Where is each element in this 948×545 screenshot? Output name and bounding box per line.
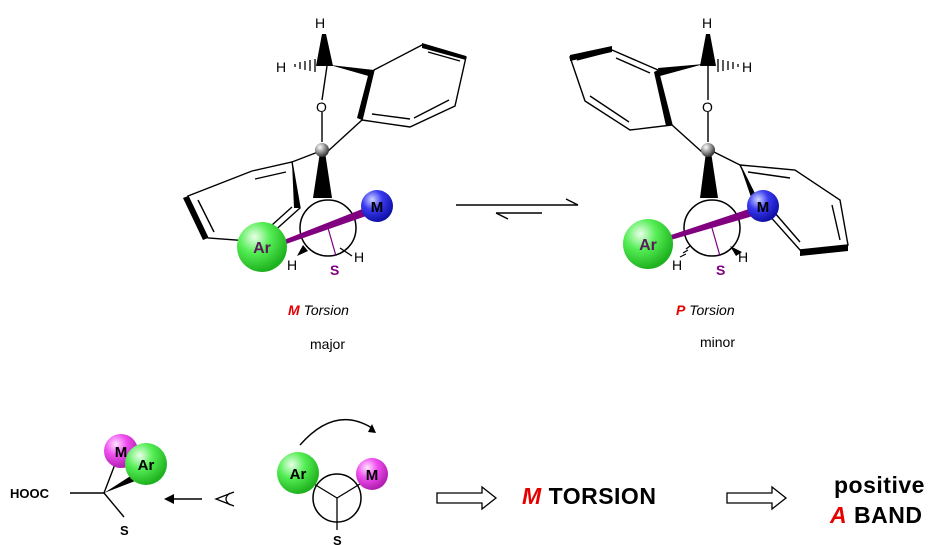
implies-arrow-icon — [436, 485, 498, 511]
equilibrium-arrow-icon — [456, 198, 579, 220]
right-torsion-caption: P Torsion — [676, 302, 735, 318]
left-torsion-caption: M Torsion — [288, 302, 349, 318]
right-bond — [713, 151, 741, 166]
left-newman-bond — [327, 227, 337, 257]
bottom-ar-label: Ar — [290, 466, 307, 483]
right-h-right: H — [742, 59, 752, 75]
left-structure: H H O H H M Ar S — [183, 15, 467, 278]
right-bond-wedge — [654, 70, 672, 126]
view-arrow-icon — [164, 494, 202, 504]
band-word: BAND — [854, 502, 923, 528]
left-h-left: H — [276, 59, 286, 75]
right-oxygen: O — [702, 99, 713, 115]
right-ch2-wedge — [700, 34, 716, 66]
implies-arrow-icon — [726, 485, 788, 511]
bottom-newman-bond — [336, 483, 361, 499]
left-ar-label: Ar — [253, 240, 271, 257]
right-minor-label: minor — [700, 334, 736, 350]
right-h-top: H — [702, 15, 712, 31]
left-bond-wedge — [422, 43, 466, 60]
acid-m-label: M — [115, 444, 128, 461]
left-junction-sphere-icon — [315, 143, 329, 157]
m-torsion-letter: M — [522, 483, 542, 509]
acid-structure: HOOC M Ar S — [10, 434, 167, 538]
m-torsion-word: TORSION — [548, 483, 657, 509]
left-m-label: M — [371, 199, 384, 216]
left-bond-wedge — [330, 65, 374, 77]
acid-hooc-label: HOOC — [10, 486, 50, 501]
right-newman-bond — [711, 227, 721, 257]
left-h-b: H — [354, 249, 364, 265]
left-ar-sphere-icon — [237, 222, 287, 272]
left-h-a: H — [287, 257, 297, 273]
left-bond — [321, 65, 328, 101]
left-major-label: major — [310, 336, 346, 352]
left-bond-wedge — [357, 70, 374, 120]
left-bond-wedge — [183, 196, 208, 240]
bottom-s-label: S — [333, 533, 342, 545]
right-junction-sphere-icon — [701, 143, 715, 157]
acid-s-label: S — [120, 523, 129, 538]
right-h-a: H — [672, 257, 682, 273]
right-hash-bond — [717, 59, 739, 72]
right-bond-wedge — [730, 246, 742, 256]
left-ar-m-bond — [266, 206, 372, 251]
bottom-m-sphere-icon — [356, 458, 388, 490]
right-h-b: H — [738, 249, 748, 265]
left-s-label: S — [330, 262, 339, 278]
positive-band-result: positive A BAND — [830, 470, 925, 530]
acid-ar-label: Ar — [138, 457, 155, 474]
left-torsion-word: Torsion — [303, 302, 349, 318]
left-h-top: H — [315, 15, 325, 31]
rotation-arrowhead-icon — [368, 424, 376, 433]
left-m-sphere-icon — [361, 190, 393, 222]
rotation-arrow-icon — [299, 418, 373, 446]
left-torsion-letter: M — [288, 302, 300, 318]
right-ar-label: Ar — [639, 237, 657, 254]
left-bond-wedge — [297, 245, 308, 256]
left-bond — [291, 151, 319, 163]
right-torsion-letter: P — [676, 302, 686, 318]
positive-label: positive — [834, 472, 925, 498]
band-letter: A — [830, 502, 848, 528]
right-bond-wedge — [658, 64, 704, 76]
left-ch2-wedge — [316, 34, 333, 66]
acid-bond — [103, 492, 125, 518]
right-ar-sphere-icon — [623, 219, 673, 269]
left-newman-bond — [339, 247, 353, 257]
left-hash-bond — [294, 59, 316, 72]
right-bond-wedge — [700, 152, 718, 198]
acid-ar-sphere-icon — [125, 443, 167, 485]
bottom-newman: Ar M S — [277, 418, 388, 545]
left-bond-wedge — [292, 162, 300, 208]
bottom-ar-sphere-icon — [277, 452, 319, 494]
right-s-label: S — [716, 262, 725, 278]
right-structure: H H O H H M Ar S — [569, 15, 849, 278]
right-bond-wedge — [570, 46, 612, 61]
right-torsion-word: Torsion — [689, 302, 735, 318]
left-upper-benzene — [361, 44, 467, 128]
eye-icon — [214, 491, 235, 507]
left-bond-wedge — [313, 152, 332, 198]
right-m-label: M — [757, 199, 770, 216]
right-upper-benzene — [569, 49, 673, 131]
right-hash-bond — [679, 245, 691, 258]
left-oxygen: O — [316, 99, 327, 115]
right-bond-wedge — [800, 245, 848, 256]
right-ar-m-bond — [650, 206, 760, 246]
m-torsion-result: M TORSION — [522, 483, 656, 510]
right-m-sphere-icon — [747, 190, 779, 222]
bottom-m-label: M — [366, 467, 379, 484]
bottom-newman-bond — [313, 483, 338, 499]
left-bond — [326, 119, 363, 153]
right-bond — [671, 124, 703, 153]
